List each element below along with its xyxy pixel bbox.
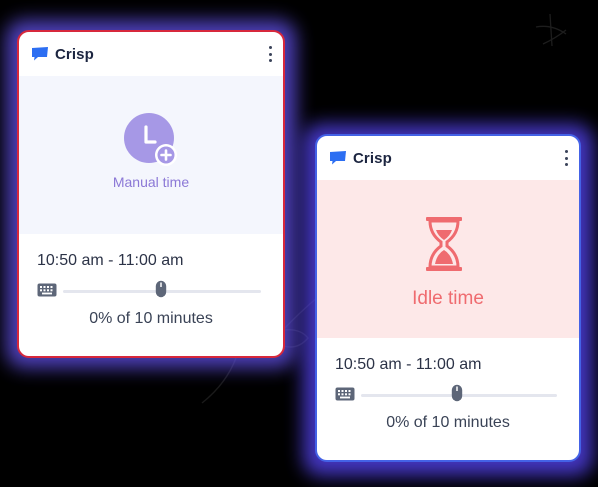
- card-header: Crisp: [19, 32, 283, 76]
- brand-name: Crisp: [353, 149, 392, 167]
- status-label: Idle time: [412, 288, 484, 309]
- crisp-logo-icon: [32, 47, 48, 61]
- percent-text: 0% of 10 minutes: [386, 414, 510, 431]
- hourglass-icon: [426, 217, 462, 271]
- percent-text: 0% of 10 minutes: [89, 310, 213, 327]
- status-panel-manual: Manual time: [19, 76, 283, 234]
- crisp-logo-icon: [330, 151, 346, 165]
- kebab-menu-icon[interactable]: [267, 46, 273, 62]
- kebab-menu-icon[interactable]: [563, 150, 569, 166]
- manual-time-card[interactable]: Crisp Manual time 10:50 am - 11:00 am: [17, 30, 285, 358]
- keyboard-icon: [37, 283, 57, 297]
- time-range: 10:50 am - 11:00 am: [335, 356, 482, 373]
- activity-info: 10:50 am - 11:00 am 0% of 10 minutes: [19, 252, 283, 328]
- keyboard-icon: [335, 387, 355, 401]
- card-header: Crisp: [317, 136, 579, 180]
- mouse-icon: [155, 280, 167, 298]
- time-range: 10:50 am - 11:00 am: [37, 252, 184, 269]
- brand-name: Crisp: [55, 45, 94, 63]
- idle-time-card[interactable]: Crisp Idle time 10:50 am - 11:00 am: [315, 134, 581, 462]
- status-label: Manual time: [112, 174, 190, 190]
- activity-info: 10:50 am - 11:00 am 0% of 10 minutes: [317, 356, 579, 432]
- status-panel-idle: Idle time: [317, 180, 579, 338]
- clock-plus-icon: [124, 113, 177, 166]
- activity-meter: [37, 280, 265, 302]
- mouse-icon: [451, 384, 463, 402]
- activity-meter: [335, 384, 561, 406]
